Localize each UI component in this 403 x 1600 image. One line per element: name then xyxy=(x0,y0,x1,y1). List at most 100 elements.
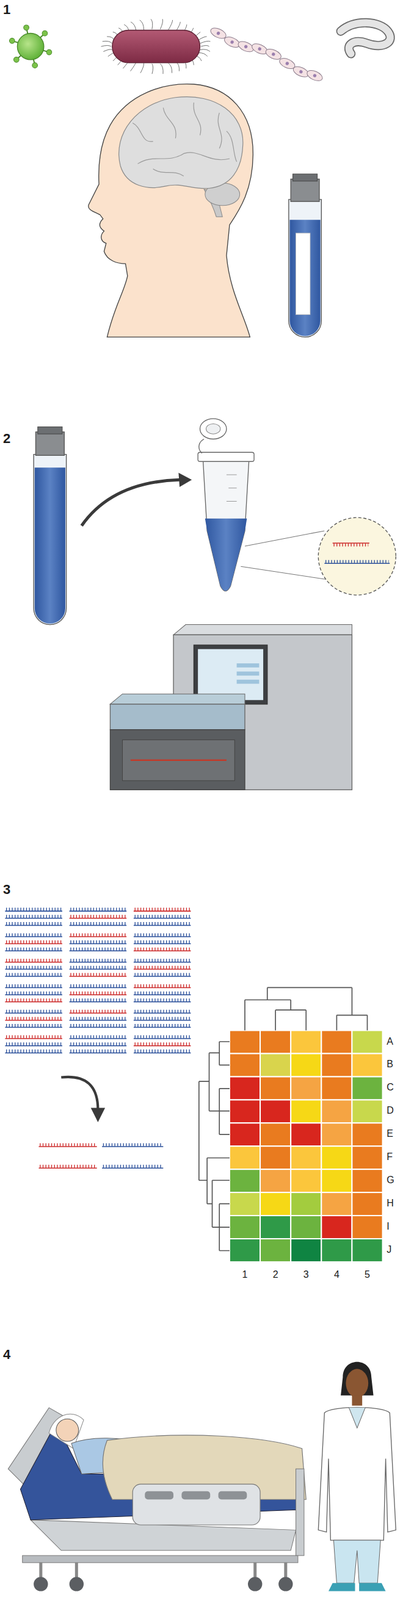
heatmap-cell xyxy=(229,1239,261,1263)
heatmap-cell xyxy=(290,1169,322,1194)
dna-bases xyxy=(70,1010,126,1014)
dna-bases xyxy=(134,908,190,912)
dna-strand xyxy=(69,943,128,946)
heatmap-label: A xyxy=(386,1037,394,1048)
dna-strand xyxy=(4,976,63,978)
bacterium-icon xyxy=(101,18,211,74)
heatmap-cell xyxy=(321,1031,352,1055)
bacterium-hair xyxy=(197,36,207,41)
cell xyxy=(305,68,324,84)
dna-strand xyxy=(4,969,63,971)
dna-strand xyxy=(133,1020,192,1022)
cell-nucleus xyxy=(243,44,248,49)
heatmap-label: D xyxy=(386,1106,394,1117)
dna-bases xyxy=(134,966,190,970)
cell-chain-icon xyxy=(209,26,325,84)
dna-strand xyxy=(133,918,192,920)
cell-body xyxy=(264,47,283,62)
heatmap-cell xyxy=(290,1031,322,1055)
dna-strand xyxy=(133,1038,192,1040)
bacterium-hair xyxy=(200,45,209,48)
dna-bases xyxy=(6,1024,62,1028)
dna-strand xyxy=(69,911,128,913)
heatmap-cell xyxy=(260,1169,291,1194)
dna-bases xyxy=(6,973,62,977)
heatmap-cell xyxy=(290,1239,322,1263)
dna-bases xyxy=(6,915,62,919)
virus-spike-tip xyxy=(13,56,19,63)
virus-icon xyxy=(9,25,52,69)
bacterium-hair xyxy=(130,62,137,72)
heatmap-cell xyxy=(321,1193,352,1217)
heatmap-cell xyxy=(351,1100,383,1124)
dna-bases xyxy=(6,1017,62,1021)
dna-strand xyxy=(69,1027,128,1029)
heatmap-cell xyxy=(260,1054,291,1078)
dna-bases xyxy=(6,922,62,926)
bacterium-hair xyxy=(106,36,115,41)
heatmap-label: 3 xyxy=(303,1270,309,1281)
dna-strand xyxy=(4,994,63,996)
heatmap-cell xyxy=(351,1123,383,1147)
bacterium-hair xyxy=(175,21,181,32)
heatmap-label: 5 xyxy=(364,1270,371,1281)
bacterium-hair xyxy=(140,63,145,74)
panel-number: 2 xyxy=(3,432,11,446)
dna-bases xyxy=(134,948,190,952)
dna-strand xyxy=(38,1168,97,1170)
bacterium-hair xyxy=(152,63,154,74)
dna-bases xyxy=(134,998,190,1003)
heatmap-label: I xyxy=(386,1222,389,1233)
dna-strand xyxy=(4,987,63,990)
heatmap-cell xyxy=(321,1077,352,1101)
dna-strand xyxy=(4,943,63,946)
bacterium-hair xyxy=(159,63,164,74)
heatmap-cell xyxy=(351,1077,383,1101)
blood-tube xyxy=(288,174,322,338)
dna-bases xyxy=(70,998,126,1003)
bacterium-hair xyxy=(175,62,179,72)
doctor-figure xyxy=(318,1362,396,1593)
dna-strand xyxy=(101,1168,164,1170)
dna-strand xyxy=(133,943,192,946)
dna-strand xyxy=(69,1053,128,1055)
dna-bases xyxy=(70,984,126,988)
bacterium-hair xyxy=(168,20,173,30)
heatmap-cell xyxy=(321,1169,352,1194)
dna-strand xyxy=(4,1038,63,1040)
dna-strand xyxy=(4,1002,63,1004)
dna-bases xyxy=(6,940,62,944)
heatmap-cell xyxy=(229,1077,261,1101)
dna-bases xyxy=(70,1042,126,1046)
dna-bases xyxy=(134,959,190,963)
cell-nucleus xyxy=(285,61,290,66)
heatmap-label: F xyxy=(386,1152,393,1163)
bacterium-hair xyxy=(103,49,112,52)
dna-bases xyxy=(6,948,62,952)
heatmap-cell xyxy=(351,1146,383,1170)
heatmap-cell xyxy=(260,1031,291,1055)
heatmap-cell xyxy=(290,1054,322,1078)
dna-strand xyxy=(4,951,63,953)
dna-bases xyxy=(6,992,62,996)
dna-strand xyxy=(133,911,192,913)
dna-bases xyxy=(70,915,126,919)
heatmap-cell xyxy=(321,1239,352,1263)
dna-strand xyxy=(4,1045,63,1048)
heatmap-label: B xyxy=(386,1060,394,1070)
dna-bases xyxy=(333,543,369,547)
dna-bases xyxy=(6,966,62,970)
dna-bases xyxy=(6,908,62,912)
heatmap-cell xyxy=(290,1100,322,1124)
bacterium-hair xyxy=(197,52,208,57)
heatmap-cell xyxy=(321,1100,352,1124)
cell xyxy=(222,34,242,50)
heatmap-cell xyxy=(321,1216,352,1240)
dna-strand xyxy=(4,1020,63,1022)
bacterium-hair xyxy=(200,49,211,52)
blood-tube xyxy=(33,426,66,625)
heatmap-cell xyxy=(260,1100,291,1124)
virus-spike-tip xyxy=(46,49,52,55)
heatmap-cell xyxy=(321,1054,352,1078)
